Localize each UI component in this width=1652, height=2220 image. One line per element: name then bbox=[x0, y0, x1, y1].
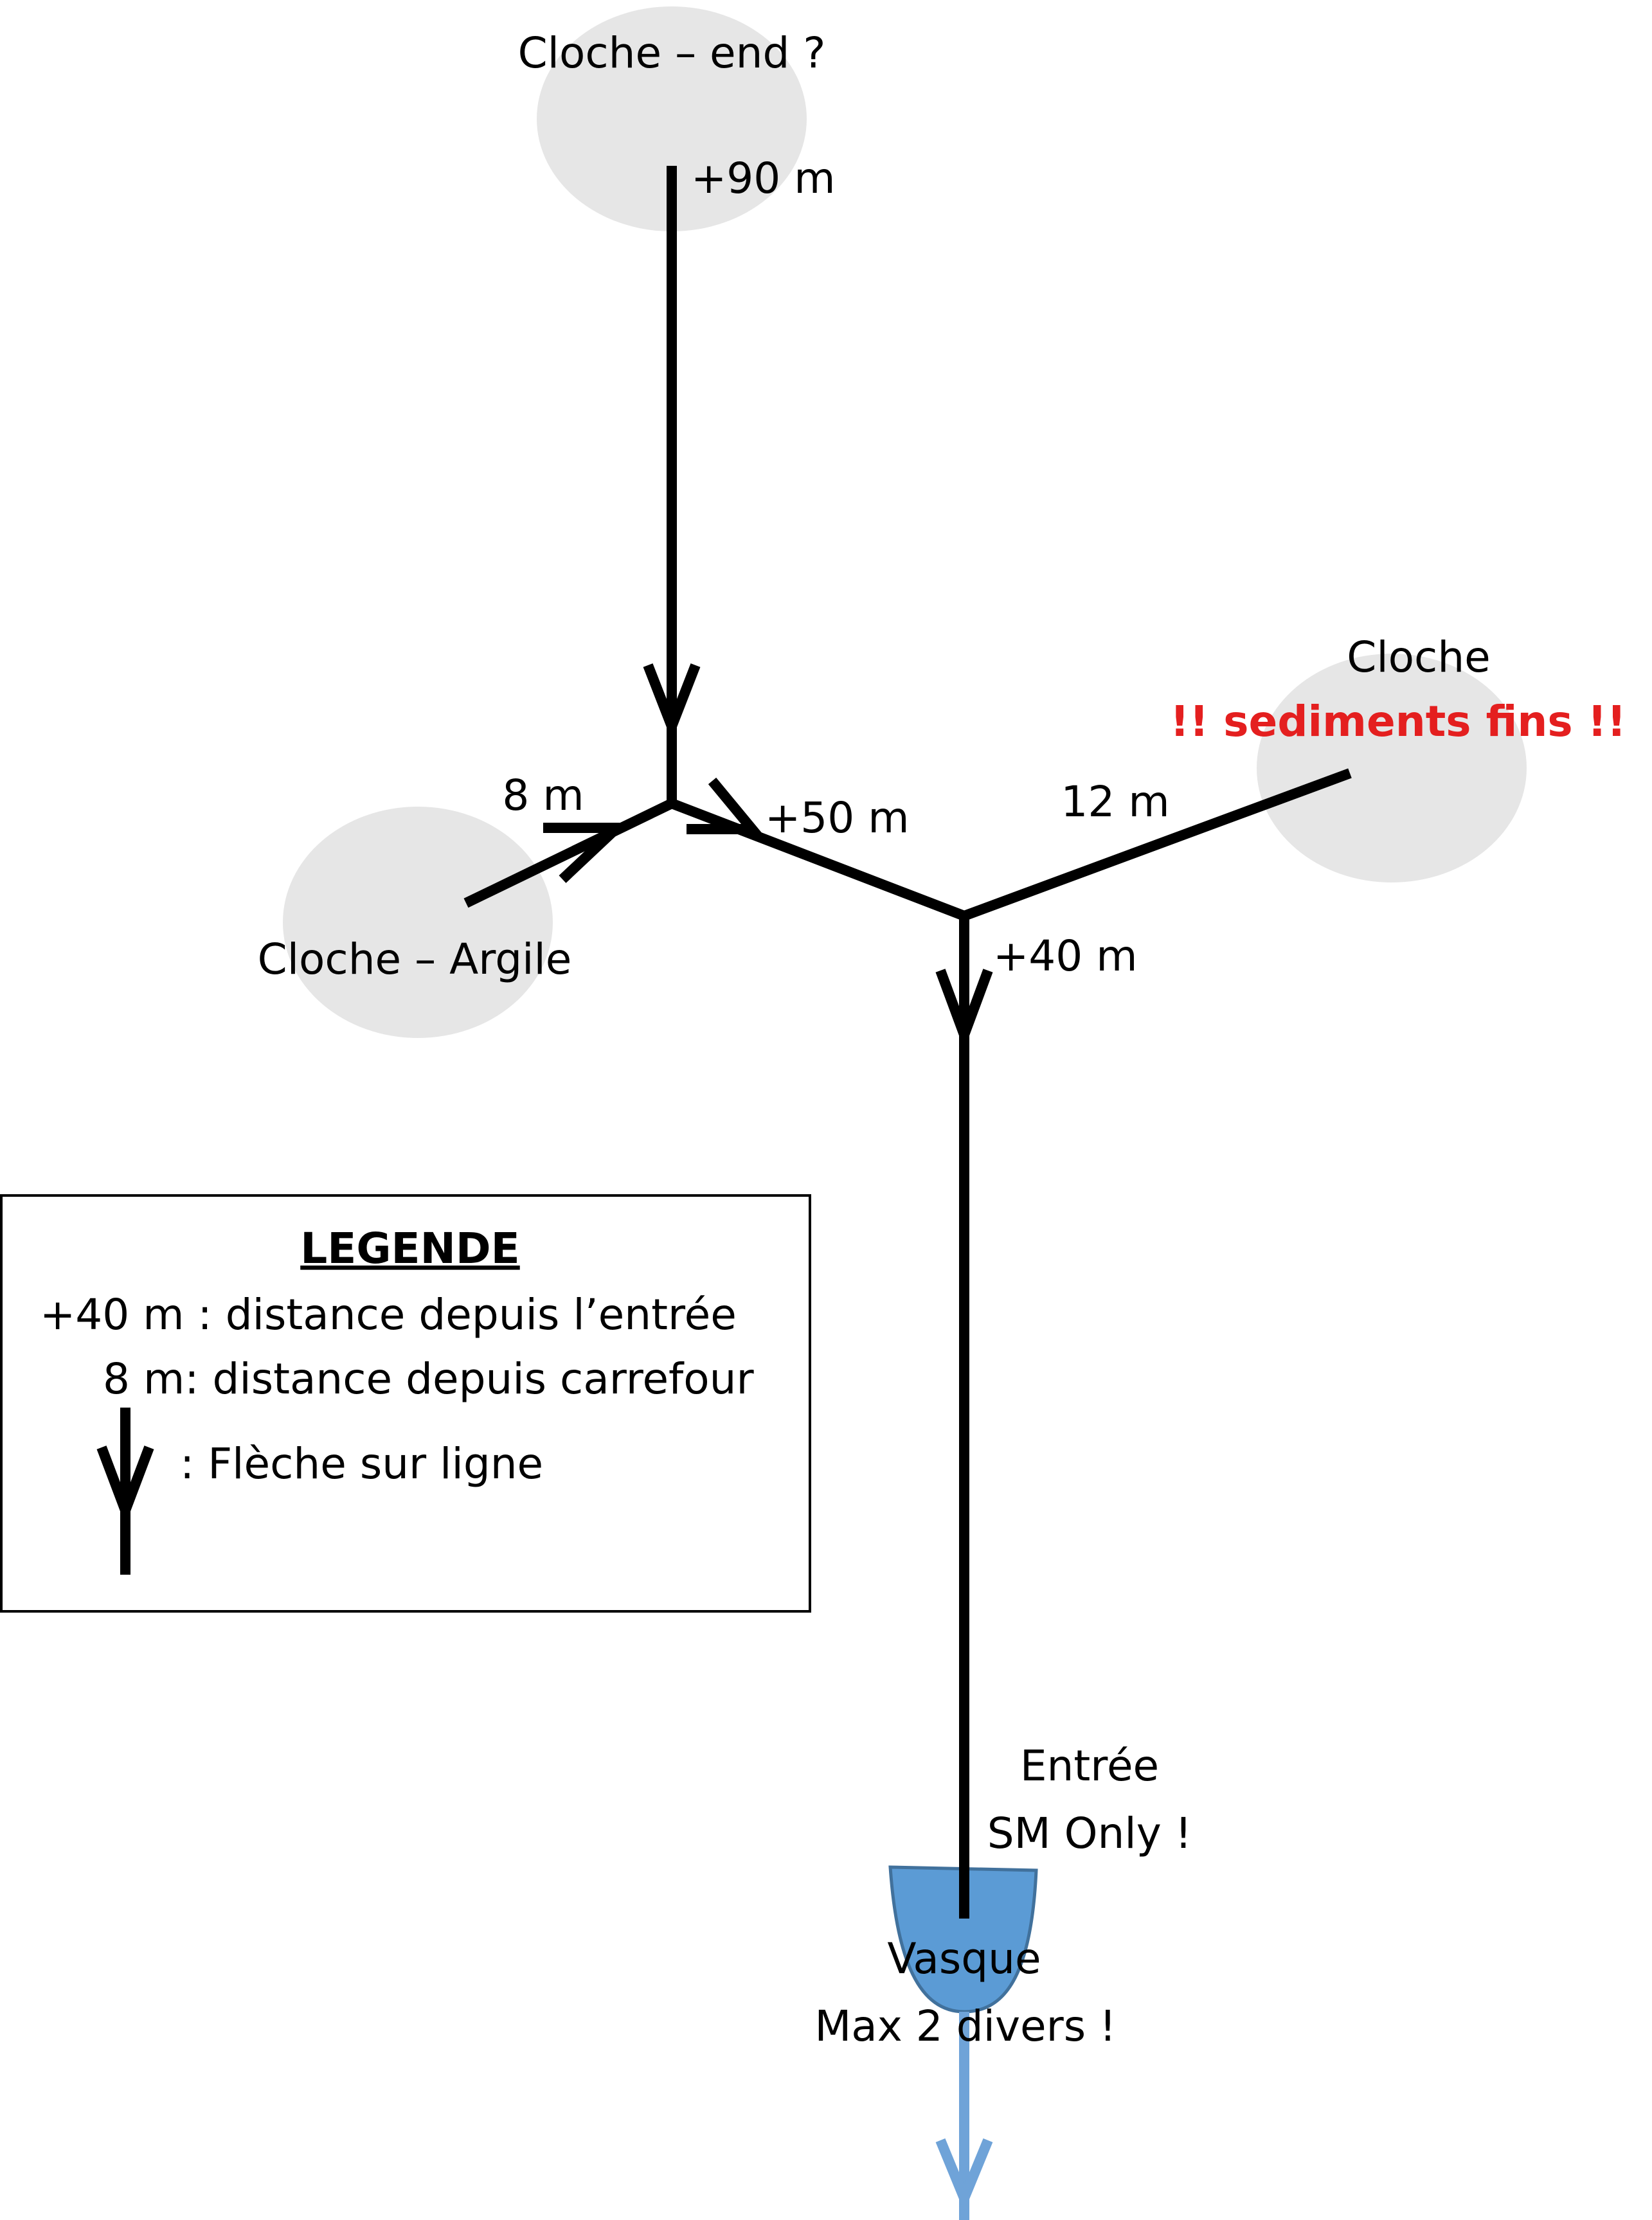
label-cloche-right: Cloche bbox=[1347, 632, 1491, 682]
label-vasque: Vasque bbox=[887, 1934, 1041, 1983]
legend-title: LEGENDE bbox=[300, 1224, 520, 1273]
label-sediments-warning: !! sediments fins !! bbox=[1170, 697, 1626, 746]
cloche-right-bubble bbox=[1257, 654, 1527, 882]
legend-arrow-icon bbox=[96, 1408, 154, 1575]
legend-line-arrow: : Flèche sur ligne bbox=[180, 1439, 543, 1489]
label-cloche-end: Cloche – end ? bbox=[518, 28, 826, 78]
label-cloche-argile: Cloche – Argile bbox=[258, 935, 572, 984]
label-dist-90: +90 m bbox=[691, 154, 836, 203]
line-right bbox=[962, 768, 1352, 921]
legend-line-distance-carrefour: 8 m: distance depuis carrefour bbox=[103, 1354, 754, 1404]
legend-frame bbox=[0, 1194, 811, 1613]
survey-lines bbox=[463, 166, 1352, 1919]
line-mid bbox=[670, 798, 966, 921]
line-argile bbox=[463, 798, 674, 908]
legend-line-distance-entree: +40 m : distance depuis l’entrée bbox=[40, 1290, 737, 1339]
arrow-top bbox=[643, 663, 701, 741]
cloche-end-bubble bbox=[537, 6, 807, 231]
arrow-argile bbox=[543, 823, 631, 883]
label-dist-40: +40 m bbox=[993, 931, 1138, 981]
outflow-line bbox=[935, 2012, 993, 2220]
label-dist-12: 12 m bbox=[1061, 777, 1169, 827]
label-sm-only: SM Only ! bbox=[987, 1809, 1192, 1858]
label-entree: Entrée bbox=[1020, 1741, 1159, 1791]
arrow-main bbox=[935, 969, 993, 1050]
label-dist-8: 8 m bbox=[502, 771, 584, 820]
cloche-argile-bubble bbox=[283, 807, 553, 1038]
label-max-divers: Max 2 divers ! bbox=[814, 2001, 1116, 2051]
legend: LEGENDE +40 m : distance depuis l’entrée… bbox=[0, 1194, 811, 1613]
label-dist-50: +50 m bbox=[765, 793, 910, 843]
arrow-mid bbox=[687, 777, 763, 834]
